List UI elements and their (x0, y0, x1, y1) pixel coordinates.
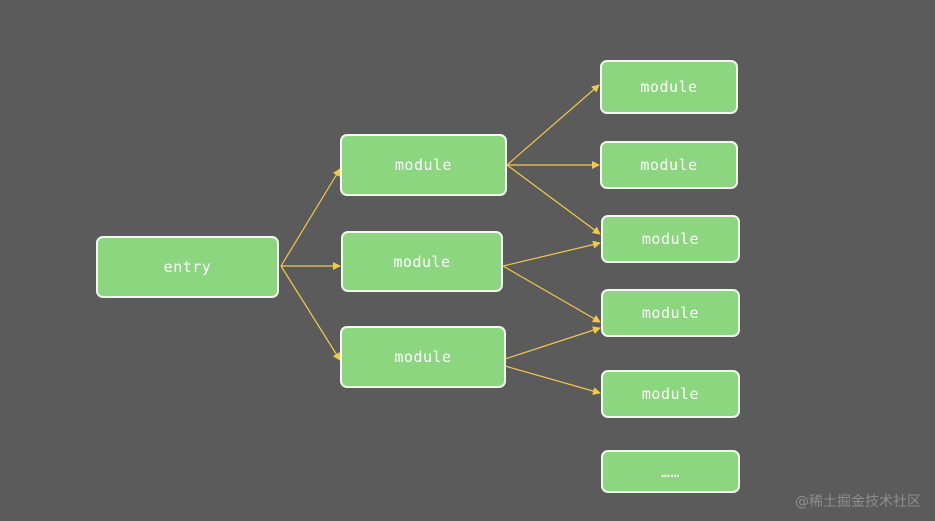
edge-arrow-1 (280, 168, 341, 267)
module-node-4: module (600, 60, 738, 114)
module-node-5: module (600, 141, 738, 189)
edge-arrow-3 (280, 265, 341, 361)
module-node-8: module (601, 370, 740, 418)
module-node-label: module (641, 304, 700, 322)
module-node-label: module (393, 252, 451, 271)
module-node-1: module (340, 134, 507, 196)
module-node-label: module (641, 230, 700, 248)
module-node-7: module (601, 289, 740, 337)
module-node-label: module (394, 348, 452, 366)
module-node-label: module (641, 385, 700, 403)
edge-arrow-10 (504, 365, 601, 395)
edge-arrow-6 (506, 164, 601, 235)
module-node-label: module (394, 156, 453, 174)
edge-arrow-7 (502, 240, 601, 267)
module-node-6: module (601, 215, 740, 263)
module-node-label: module (640, 156, 698, 174)
edge-arrow-8 (502, 265, 601, 323)
entry-node: entry (96, 236, 279, 298)
edge-arrow-9 (504, 326, 601, 360)
module-node-label: module (640, 78, 698, 96)
ellipsis-node: …… (601, 450, 740, 493)
ellipsis-node-label: …… (660, 462, 681, 481)
module-node-3: module (340, 326, 506, 388)
entry-node-label: entry (163, 258, 212, 276)
watermark: @稀土掘金技术社区 (795, 494, 921, 510)
module-node-2: module (341, 231, 503, 292)
edge-arrow-4 (506, 84, 600, 166)
